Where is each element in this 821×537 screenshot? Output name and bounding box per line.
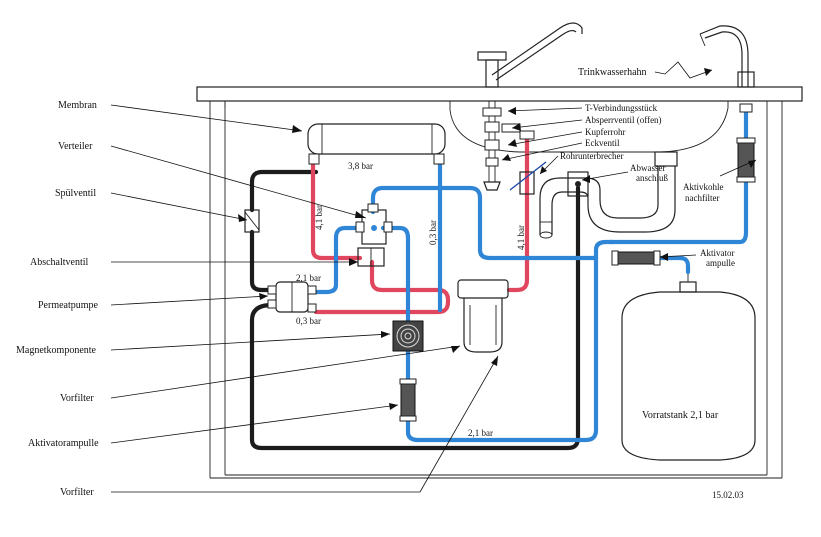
label-verteiler: Verteiler <box>58 141 93 152</box>
label-abschaltventil: Abschaltventil <box>30 257 89 268</box>
drain-saddle <box>567 171 589 197</box>
arrowheads <box>238 68 756 410</box>
date-stamp: 15.02.03 <box>712 490 744 500</box>
label-rohrunterbrecher: Rohrunterbrecher <box>560 151 623 161</box>
pressure-pump-lower: 0,3 bar <box>296 316 321 326</box>
carbon-postfilter <box>736 103 756 183</box>
label-vorratstank: Vorratstank 2,1 bar <box>642 410 719 421</box>
countertop <box>196 86 803 102</box>
label-aktivator-line2: ampulle <box>706 258 735 268</box>
cabinet <box>196 86 803 479</box>
pressure-membran-line: 3,8 bar <box>348 161 373 171</box>
label-magnetkomponente: Magnetkomponente <box>16 345 97 356</box>
label-kupferrohr: Kupferrohr <box>585 127 625 137</box>
shutoff-valve <box>357 247 385 267</box>
pressure-red-vertical-right: 4,1 bar <box>516 225 526 250</box>
backflow-breaker <box>509 161 547 195</box>
activator-ampoule-right <box>611 250 661 266</box>
permeate-pump <box>267 281 317 313</box>
label-abwasser-line2: anschluß <box>636 173 668 183</box>
prefilter-housing <box>457 279 509 353</box>
sink-basin <box>449 101 729 153</box>
drain-siphon <box>539 151 678 239</box>
label-t-verbindungsstueck: T-Verbindungsstück <box>585 103 658 113</box>
label-abwasser-line1: Abwasser <box>630 163 666 173</box>
label-absperrventil: Absperrventil (offen) <box>585 115 662 125</box>
main-faucet <box>477 22 583 88</box>
drinking-water-faucet-icon <box>699 25 755 88</box>
magnet-component <box>392 320 424 352</box>
label-vorfilter-2: Vorfilter <box>60 487 94 498</box>
pressure-blue-vertical: 0,3 bar <box>428 220 438 245</box>
label-aktivator-line1: Aktivator <box>700 248 735 258</box>
pressure-pump-upper: 2,1 bar <box>296 273 321 283</box>
label-membran: Membran <box>58 100 97 111</box>
label-aktivkohle-line1: Aktivkohle <box>683 182 724 192</box>
label-vorfilter-1: Vorfilter <box>60 393 94 404</box>
pressure-red-vertical-left: 4,1 bar <box>314 205 324 230</box>
membrane-housing <box>307 123 446 165</box>
pressure-bottom-line: 2,1 bar <box>468 428 493 438</box>
flush-valve <box>244 209 260 233</box>
label-eckventil: Eckventil <box>585 138 620 148</box>
label-permeatpumpe: Permeatpumpe <box>38 300 99 311</box>
tee-and-valves <box>482 101 535 191</box>
distributor-block <box>355 203 393 245</box>
storage-tank <box>621 272 756 461</box>
activator-ampoule-lower <box>399 378 417 422</box>
label-spuelventil: Spülventil <box>55 188 96 199</box>
leader-lines <box>110 61 757 493</box>
label-trinkwasserhahn: Trinkwasserhahn <box>578 67 647 78</box>
label-aktivkohle-line2: nachfilter <box>685 193 719 203</box>
pipes-red <box>310 135 530 315</box>
pipes-black <box>249 169 581 451</box>
label-aktivatorampulle: Aktivatorampulle <box>28 438 99 449</box>
